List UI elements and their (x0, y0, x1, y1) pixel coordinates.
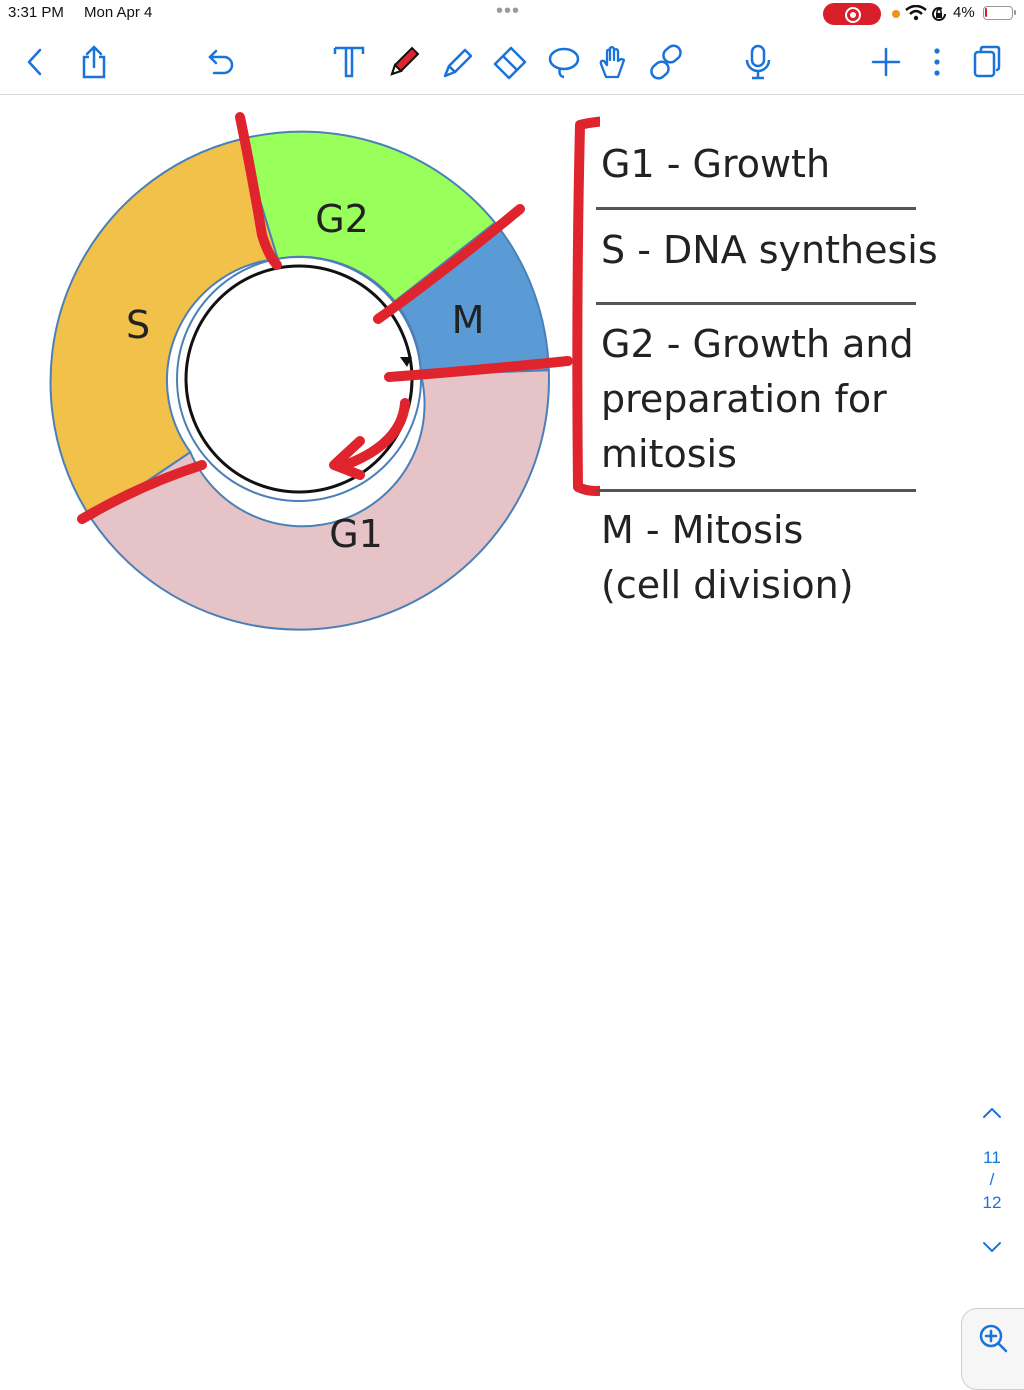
highlighter-icon[interactable] (439, 44, 475, 80)
label-m: M (452, 298, 485, 342)
annotation-line-g1-s (77, 460, 207, 524)
add-icon[interactable] (868, 44, 904, 80)
text-tool-icon[interactable] (331, 44, 367, 80)
wifi-icon (905, 5, 927, 21)
more-icon[interactable] (919, 44, 955, 80)
legend-line: M - Mitosis (601, 508, 804, 552)
label-g2: G2 (315, 197, 369, 241)
legend-divider (596, 489, 916, 492)
current-page: 11 (983, 1148, 1001, 1167)
battery-percent: 4% (953, 4, 975, 21)
total-pages: 12 (982, 1193, 1002, 1212)
segment-s (49, 137, 280, 521)
share-icon[interactable] (76, 44, 112, 80)
legend-line: mitosis (601, 432, 737, 476)
status-date: Mon Apr 4 (84, 4, 153, 21)
lasso-icon[interactable] (546, 44, 582, 80)
legend-line: G2 - Growth and (601, 322, 914, 366)
zoom-button[interactable] (961, 1308, 1024, 1390)
record-icon[interactable] (823, 3, 881, 25)
cell-cycle-diagram: G2 M G1 S (49, 112, 600, 631)
orientation-lock-icon (932, 7, 946, 21)
pages-icon[interactable] (969, 44, 1005, 80)
legend-line: (cell division) (601, 563, 854, 607)
legend-line: preparation for (601, 377, 887, 421)
annotation-arrow (329, 398, 410, 480)
red-annotations (77, 112, 600, 524)
link-icon[interactable] (648, 44, 684, 80)
mic-indicator-dot (892, 10, 900, 18)
status-bar: 3:31 PM Mon Apr 4 ••• 4% (0, 0, 1024, 30)
status-time: 3:31 PM (8, 4, 64, 21)
legend-item-g1: G1 - Growth (601, 137, 830, 192)
annotation-line-s-g2 (235, 112, 282, 270)
legend-line: G1 - Growth (601, 142, 831, 186)
legend-item-g2: G2 - Growth and preparation for mitosis (601, 317, 914, 482)
page-separator: / (989, 1170, 995, 1189)
note-page[interactable]: G2 M G1 S G1 - Growth S - DNA synthesis … (0, 95, 1024, 1366)
label-s: S (126, 303, 150, 347)
zoom-in-icon (979, 1324, 1008, 1353)
eraser-icon[interactable] (492, 44, 528, 80)
legend-divider (596, 302, 916, 305)
pen-icon[interactable] (386, 44, 422, 80)
label-g1: G1 (329, 512, 383, 556)
cycle-arrowhead (400, 357, 412, 367)
annotation-line-g2-m (373, 204, 525, 324)
legend-item-m: M - Mitosis (cell division) (601, 503, 854, 613)
multitasking-dots[interactable]: ••• (496, 0, 521, 22)
undo-icon[interactable] (204, 44, 240, 80)
toolbar (0, 30, 1024, 95)
back-icon[interactable] (17, 44, 53, 80)
segment-g1 (89, 369, 550, 631)
legend-item-s: S - DNA synthesis (601, 223, 938, 278)
battery-icon (983, 6, 1016, 20)
page-navigator: 11 / 12 (972, 1098, 1012, 1258)
annotation-line-m-g1 (384, 356, 573, 382)
page-up-icon[interactable] (982, 1106, 1002, 1120)
microphone-icon[interactable] (740, 44, 776, 80)
legend-divider (596, 207, 916, 210)
hand-icon[interactable] (596, 44, 632, 80)
legend-line: S - DNA synthesis (601, 228, 938, 272)
page-down-icon[interactable] (982, 1240, 1002, 1254)
annotation-bracket (572, 116, 600, 496)
